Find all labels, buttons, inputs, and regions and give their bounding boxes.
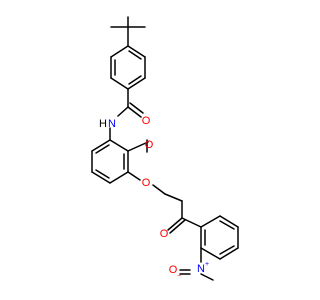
molecule-canvas: N H O O O O N + O − [91, 16, 239, 281]
nitro-oxygen-label: O [169, 264, 178, 276]
amide-hydrogen-label: H [99, 118, 107, 130]
ester-carbonyl-oxygen-label: O [145, 139, 154, 151]
nitro-nitrogen-label: N [197, 263, 205, 275]
amide-nitrogen-label: N [108, 118, 116, 130]
ester-group [127, 139, 183, 202]
amide-group [109, 88, 144, 141]
nitro-nitrogen-charge: + [205, 261, 209, 268]
nitro-oxygen-charge: − [177, 273, 181, 280]
benzene-ring-top [110, 45, 146, 90]
tert-butyl-group [110, 16, 146, 47]
ketone-group [167, 200, 202, 234]
molecule-structure: N H O O O O N + O − [91, 16, 239, 281]
ketone-oxygen-label: O [160, 228, 169, 240]
benzene-ring-bottom [200, 215, 239, 260]
amide-oxygen-label: O [142, 115, 151, 127]
benzene-ring-middle [91, 139, 129, 184]
nitro-group [179, 247, 214, 281]
ester-link-oxygen-label: O [142, 177, 151, 189]
